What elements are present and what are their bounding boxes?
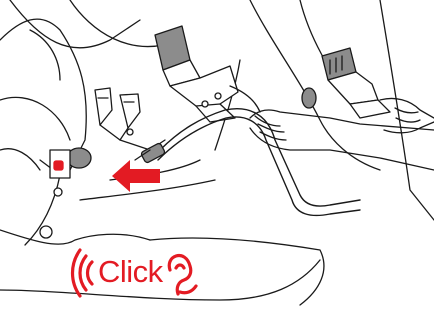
ear-icon bbox=[169, 255, 196, 294]
arrow-left-icon bbox=[112, 160, 160, 192]
sound-waves-icon bbox=[73, 250, 93, 296]
click-callout-text: Click bbox=[98, 254, 163, 290]
spare-adapter bbox=[322, 48, 390, 118]
harness-straps bbox=[95, 88, 165, 150]
adapter-rail bbox=[135, 86, 360, 215]
latch-points bbox=[40, 148, 91, 238]
seat-adapter bbox=[155, 26, 238, 122]
